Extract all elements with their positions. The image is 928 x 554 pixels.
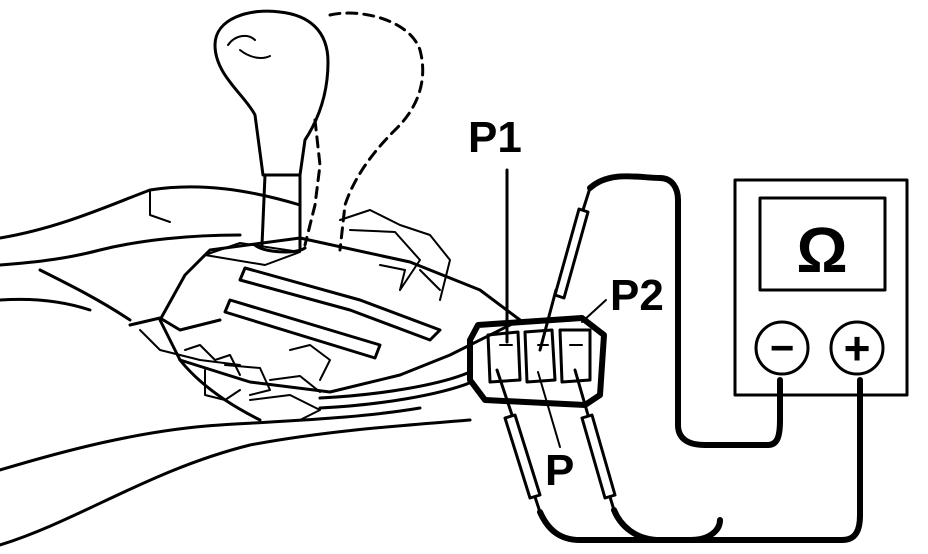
probe-upper [538, 186, 592, 352]
positive-sign: + [844, 322, 871, 374]
label-p: P [545, 446, 574, 495]
label-p1: P1 [468, 113, 522, 162]
console-outline [0, 185, 472, 547]
shift-mechanism [184, 344, 331, 421]
negative-terminal [754, 320, 810, 376]
ohm-symbol: Ω [796, 214, 847, 286]
ohmmeter: Ω − + [733, 178, 909, 397]
negative-sign: − [770, 324, 795, 371]
test-leads [537, 173, 863, 543]
label-p2: P2 [610, 271, 664, 320]
probe-left [495, 368, 542, 514]
switch-connector [467, 315, 607, 408]
positive-terminal [829, 320, 885, 376]
alternate-knob-position [303, 11, 425, 252]
probe-right [573, 368, 617, 512]
shift-gate-plate [158, 209, 522, 394]
shift-knob [213, 9, 330, 254]
connector-cable [318, 370, 474, 410]
leader-lines [505, 168, 607, 448]
